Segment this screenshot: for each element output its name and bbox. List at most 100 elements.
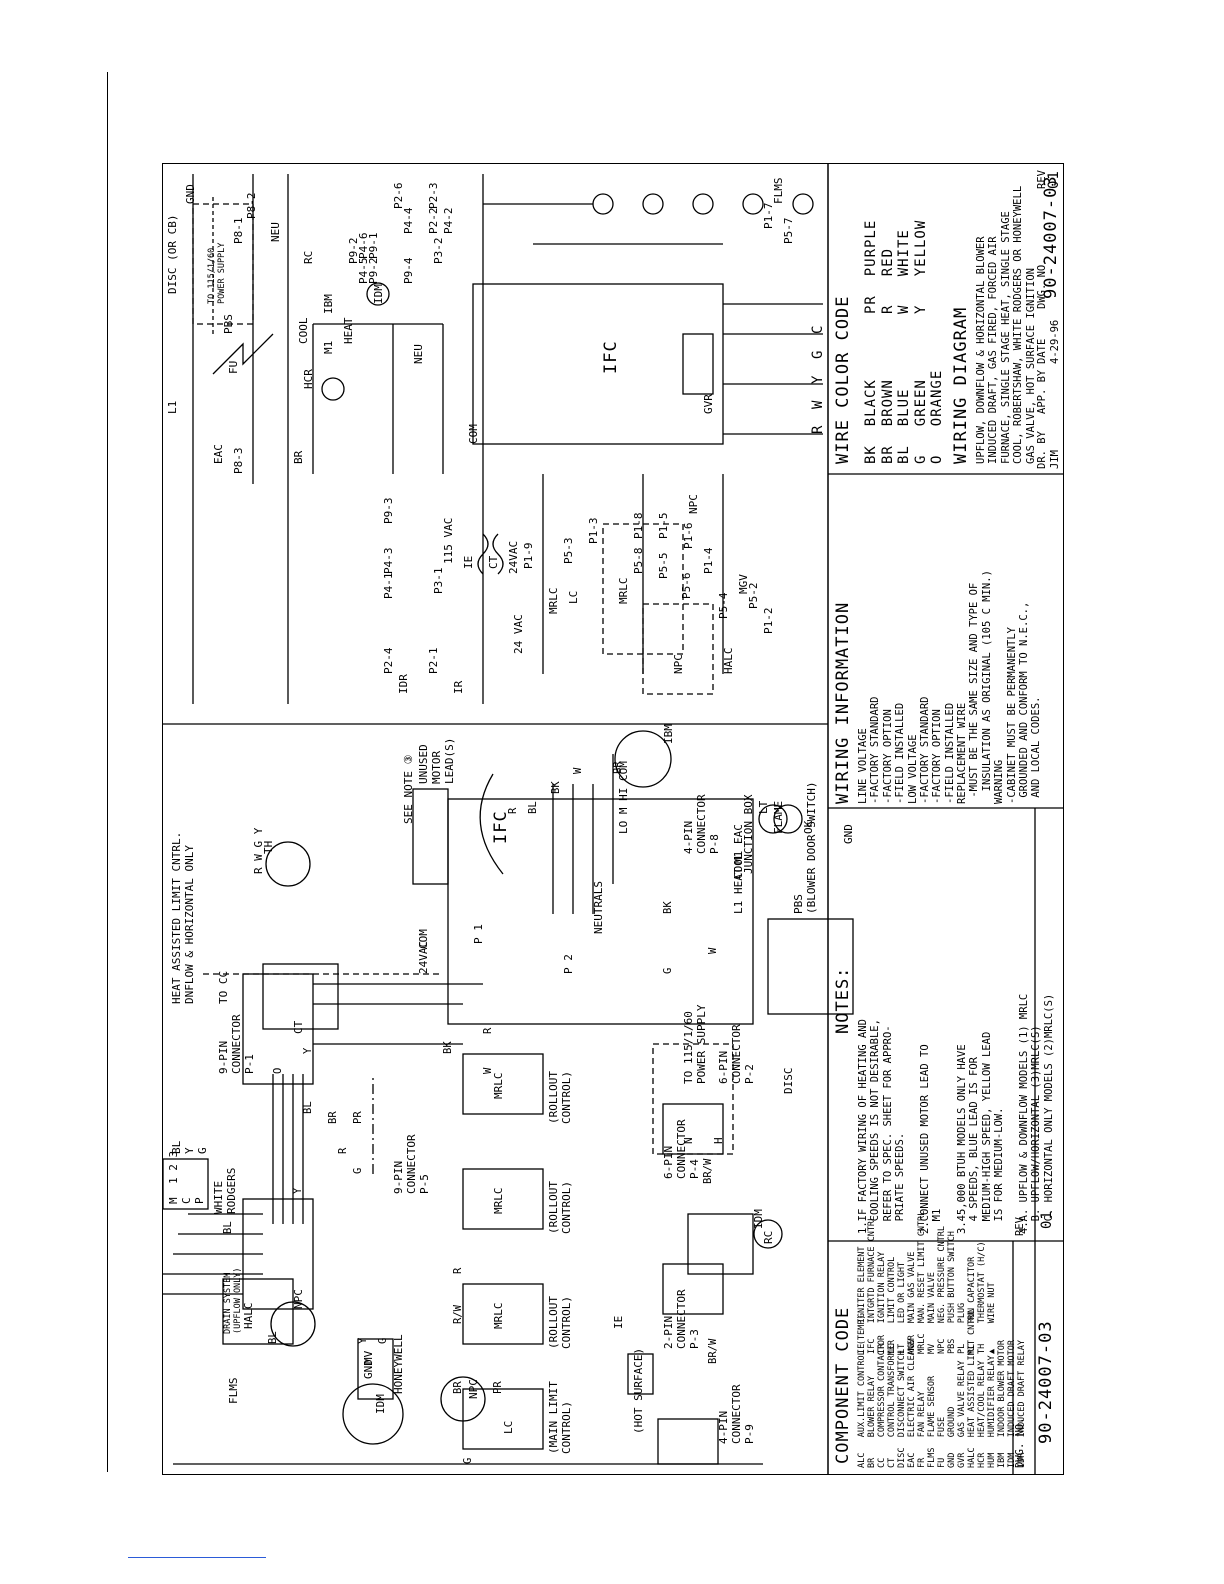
wire-tag-bl-2: BL: [302, 1101, 314, 1114]
pbs-door-label: PBS (BLOWER DOOR SWITCH): [792, 781, 818, 914]
rollout-label-3: (ROLLOUT CONTROL): [547, 1296, 573, 1349]
drawing-number: 90-24007-03: [1036, 1320, 1056, 1444]
pictorial-ct-label: CT: [292, 1020, 305, 1034]
eac-label: EAC: [212, 444, 225, 464]
white-rodgers-box: [163, 1158, 209, 1210]
hot-surface-label: (HOT SURFACE): [632, 1347, 645, 1434]
p4-2-label: P4-2: [442, 207, 455, 235]
title-header-dr-by: DR. BY: [1036, 431, 1048, 469]
ok-label: OK: [802, 820, 815, 834]
transformer-primary: [477, 533, 489, 575]
com-label: COM: [467, 424, 480, 444]
halc-dashed-box: [642, 603, 714, 695]
pin4-p8-label: 4-PIN CONNECTOR P-8: [682, 794, 721, 854]
p1-2-label: P1-2: [762, 607, 775, 635]
neutrals-label: NEUTRALS: [592, 881, 605, 934]
title-header-app-by: APP. BY: [1036, 369, 1048, 414]
p4-1-label: P4-1: [382, 572, 395, 600]
wire-tag-y-1: Y: [302, 1047, 314, 1054]
m1-label: M1: [322, 340, 335, 354]
p1-label: P 1: [472, 924, 485, 944]
dwg-no-label: DWG. NO.: [1014, 1417, 1026, 1468]
wiring-info-body: LINE VOLTAGE -FACTORY STANDARD -FACTORY …: [857, 570, 1043, 804]
drain-system-label: DRAIN SYSTEM (UPFLOW ONLY): [223, 1267, 244, 1334]
pictorial-idm-label-2: IDM: [752, 1209, 765, 1229]
rev-label: REV: [1014, 1217, 1026, 1236]
wire-tag-o-1: O: [272, 1067, 284, 1074]
ibm-symbol: [321, 377, 345, 401]
wire-tag-bk-1: BK: [550, 781, 562, 794]
th-circle: [265, 841, 311, 887]
wire-tag-br-2: BR: [327, 1111, 339, 1124]
pictorial-idm-label: IDM: [374, 1394, 387, 1414]
wire-tag-br-1: BR: [612, 761, 624, 774]
wire-tag-r-w: R/W: [452, 1305, 464, 1324]
hcr-label: HCR: [302, 369, 315, 389]
lt-ok: [758, 804, 788, 834]
p5-5-label: P5-5: [657, 552, 670, 580]
pictorial-ibm-label: IBM: [662, 724, 675, 744]
pictorial-ifc-board: [447, 798, 754, 1025]
p5-leads: [163, 1213, 263, 1295]
vac24-label: 24VAC: [507, 540, 520, 574]
wire-tag-r-3: R: [337, 1147, 349, 1154]
to-cc-label: TO CC: [217, 970, 230, 1004]
wire-tag-r-4: R: [452, 1267, 464, 1274]
p9-3-label: P9-3: [382, 497, 395, 525]
br-circle: [642, 193, 664, 215]
wiring-info-title: WIRING INFORMATION: [833, 601, 853, 804]
pictorial-mrlc-label-2: MRLC: [492, 1187, 505, 1215]
pictorial-rc-label: RC: [762, 1230, 775, 1244]
wire-tag-pr-1: PR: [352, 1111, 364, 1124]
p8-1-label: P8-1: [232, 217, 245, 245]
hcr-circle: [692, 193, 714, 215]
wire-tag-r-2: R: [482, 1027, 494, 1034]
l1-label: L1: [166, 400, 179, 414]
wire-tag-bl-1: BL: [527, 801, 539, 814]
wire-tag-r-1: R: [507, 807, 519, 814]
blower-leads: [552, 784, 594, 914]
pictorial-ie-label: IE: [612, 1315, 625, 1329]
p5-6-label: P5-6: [680, 572, 693, 600]
p2-6-label: P2-6: [392, 182, 405, 210]
wire-tag-br-3: BR: [452, 1381, 464, 1394]
ibm-motor-circle: [614, 730, 672, 788]
honeywell-label: HONEYWELL: [392, 1334, 405, 1394]
wire-tag-brw-2: BR/W: [702, 1158, 714, 1184]
pictorial-ifc-label: IFC: [491, 810, 511, 844]
wire-tag-bk-2: BK: [662, 901, 674, 914]
wire-color-code-title: WIRE COLOR CODE: [833, 295, 853, 464]
p8-connector-box: [687, 1213, 754, 1275]
pictorial-24vac-label: 24VAC: [417, 940, 430, 974]
terminal-c: C: [810, 324, 826, 334]
date-value: 4-29-96: [1049, 319, 1061, 364]
neu-label-2: NEU: [412, 344, 425, 364]
idm-symbol: [366, 282, 390, 306]
idr-circle: [742, 193, 764, 215]
p2-label: P 2: [562, 954, 575, 974]
title-dwg-number: 90-24007-03: [1041, 175, 1061, 299]
ir-circle: [792, 193, 814, 215]
p2-3-label: P2-3: [427, 182, 440, 210]
p2-connector-box: [662, 1263, 724, 1315]
notes-body: 1.IF FACTORY WIRING OF HEATING AND COOLI…: [857, 993, 1055, 1234]
p5-7-label: P5-7: [782, 217, 795, 245]
component-code-col2: IE IGNITER ELEMENT IFC INTGRTD FURNACE C…: [857, 1210, 998, 1354]
p9-2b-label: P9-2: [347, 237, 360, 265]
wire-tag-w-1: W: [572, 767, 584, 774]
component-code-title: COMPONENT CODE: [833, 1306, 853, 1464]
p8-2-label: P8-2: [245, 192, 258, 220]
wiring-diagram-description: UPFLOW, DOWNFLOW & HORIZONTAL BLOWER IND…: [975, 185, 1037, 464]
pictorial-l1-label: L1: [732, 900, 745, 914]
heat-label: HEAT: [342, 317, 355, 345]
wire-tag-g-1: G: [662, 967, 674, 974]
footnote-rule: [128, 1557, 266, 1558]
mrlc-box-1: [462, 1053, 544, 1115]
p2-1-label: P2-1: [427, 647, 440, 675]
p1-5-label: P1-5: [657, 512, 670, 540]
gvr-label: GVR: [702, 394, 715, 414]
disc-label: DISC: [782, 1067, 795, 1095]
p5-8-label: P5-8: [632, 547, 645, 575]
disc-h-label: H: [712, 1137, 725, 1144]
ir-label: IR: [452, 680, 465, 694]
